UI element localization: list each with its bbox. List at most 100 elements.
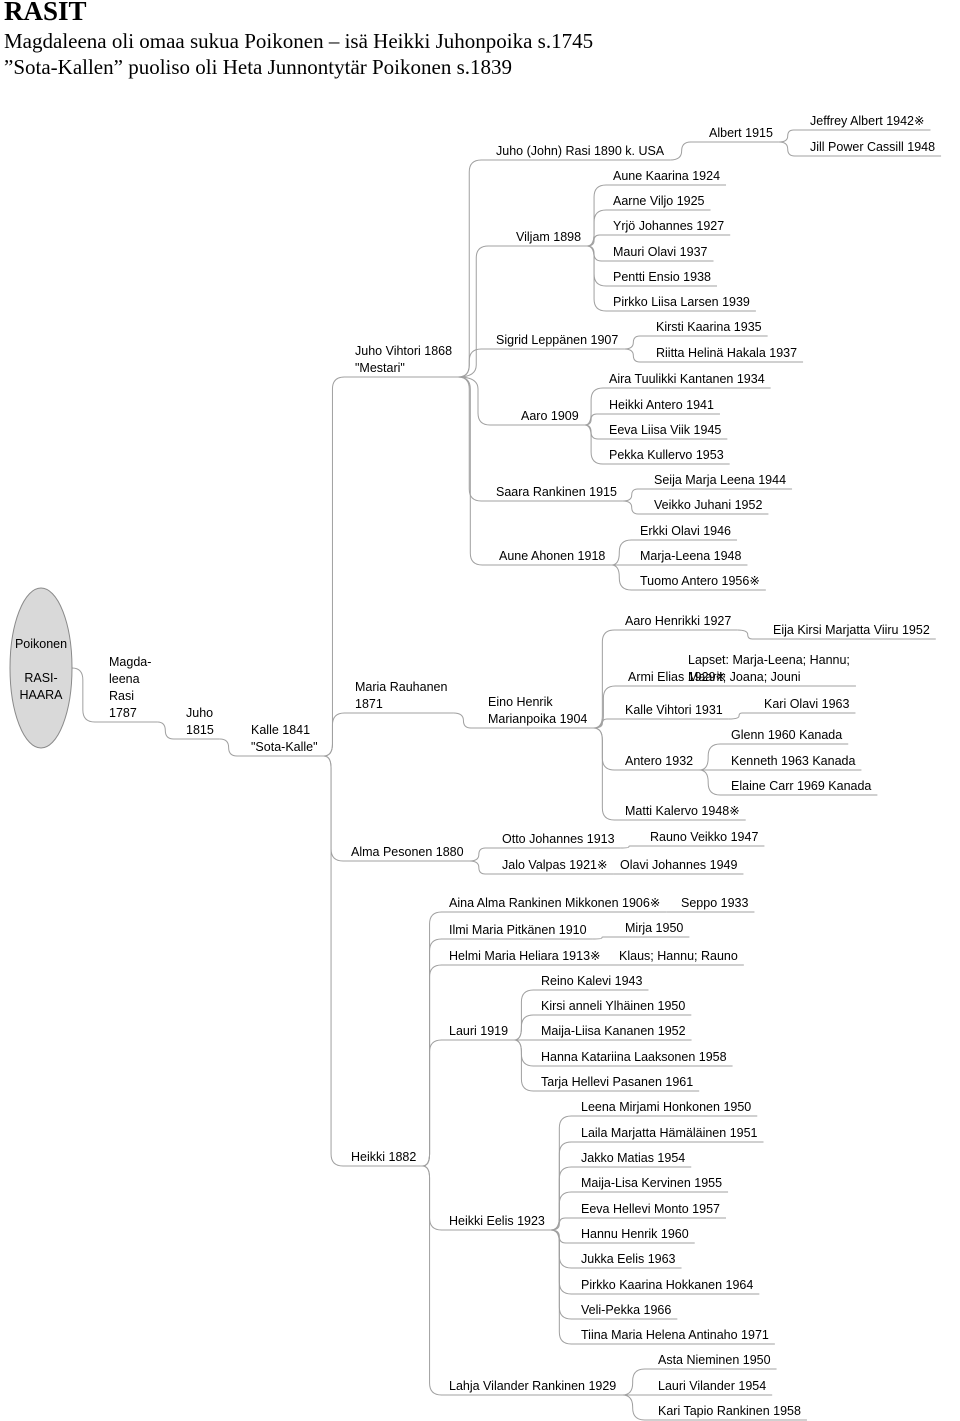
node-label: Maija-Lisa Kervinen 1955 (581, 1176, 722, 1190)
node-label: Seppo 1933 (681, 896, 748, 910)
node-label: Aaro Henrikki 1927 (625, 614, 731, 628)
node-label: Kari Tapio Rankinen 1958 (658, 1404, 801, 1418)
edge-heikki1882-helmi (422, 964, 443, 1167)
node-hanna: Hanna Katariina Laaksonen 1958 (541, 1050, 727, 1064)
node-maijaliisa: Maija-Liisa Kananen 1952 (541, 1024, 686, 1038)
node-jeffrey: Jeffrey Albert 1942※ (810, 114, 924, 128)
node-jukka: Jukka Eelis 1963 (581, 1252, 676, 1266)
subtitle-line-2: ”Sota-Kallen” puoliso oli Heta Junnontyt… (4, 55, 513, 79)
edge-heikkieelis-leena (550, 1115, 575, 1231)
node-label: Pirkko Liisa Larsen 1939 (613, 295, 750, 309)
node-label: Pekka Kullervo 1953 (609, 448, 724, 462)
node-label: Aarne Viljo 1925 (613, 194, 705, 208)
node-kalle1841: Kalle 1841 "Sota-Kalle" (251, 723, 318, 754)
node-velipekka: Veli-Pekka 1966 (581, 1303, 671, 1317)
node-label: "Mestari" (355, 361, 405, 375)
node-label: Jeffrey Albert 1942※ (810, 114, 924, 128)
root-label-2: RASI- (24, 671, 57, 685)
node-kirsianneli: Kirsi anneli Ylhäinen 1950 (541, 999, 685, 1013)
edge-lauri1919-kirsianneli (514, 1014, 535, 1041)
node-label: Aaro 1909 (521, 409, 579, 423)
node-label: Yrjö Johannes 1927 (613, 219, 724, 233)
node-label: Magda- (109, 655, 151, 669)
node-seppo: Seppo 1933 (681, 896, 748, 910)
node-antero1932: Antero 1932 (625, 754, 693, 768)
edge-root-magdaleena (71, 667, 103, 723)
node-label: Armi Elias 1929※ (628, 670, 726, 684)
node-tuomo: Tuomo Antero 1956※ (640, 574, 760, 588)
edge-einohenrik-kallevihtori (593, 718, 619, 729)
edge-mariarauhanen-einohenrik (453, 712, 482, 729)
node-label: Kirsti Kaarina 1935 (656, 320, 762, 334)
node-helmi: Helmi Maria Heliara 1913※ (449, 949, 601, 963)
node-label: Eija Kirsi Marjatta Viiru 1952 (773, 623, 930, 637)
node-klaus: Klaus; Hannu; Rauno (619, 949, 738, 963)
node-pirkkokaarina: Pirkko Kaarina Hokkanen 1964 (581, 1278, 753, 1292)
node-laurivilander: Lauri Vilander 1954 (658, 1379, 766, 1393)
node-label: Aira Tuulikki Kantanen 1934 (609, 372, 765, 386)
node-mauri: Mauri Olavi 1937 (613, 245, 708, 259)
node-label: Eeva Liisa Viik 1945 (609, 423, 721, 437)
node-label: Jakko Matias 1954 (581, 1151, 685, 1165)
node-label: Olavi Johannes 1949 (620, 858, 737, 872)
node-label: Helmi Maria Heliara 1913※ (449, 949, 601, 963)
node-pirkko1939: Pirkko Liisa Larsen 1939 (613, 295, 750, 309)
edge-lauri1919-tarja (514, 1039, 535, 1092)
node-label: Lapset: Marja-Leena; Hannu; (688, 653, 850, 667)
node-leena: Leena Mirjami Honkonen 1950 (581, 1100, 751, 1114)
edge-aaro1909-heikkiantero (584, 413, 603, 426)
node-pekka: Pekka Kullervo 1953 (609, 448, 724, 462)
edge-kalle1841-mariarauhanen (323, 712, 349, 757)
node-label: Reino Kalevi 1943 (541, 974, 643, 988)
node-label: Veli-Pekka 1966 (581, 1303, 671, 1317)
edge-einohenrik-matti (593, 727, 619, 821)
edge-kalle1841-heikki1882 (323, 755, 345, 1167)
edge-heikkieelis-eevahellevi (550, 1217, 575, 1231)
node-label: Kalle 1841 (251, 723, 310, 737)
node-kariolavi: Kari Olavi 1963 (764, 697, 850, 711)
node-label: Glenn 1960 Kanada (731, 728, 842, 742)
node-matti: Matti Kalervo 1948※ (625, 804, 740, 818)
node-label: Lahja Vilander Rankinen 1929 (449, 1379, 616, 1393)
edge-juhovihtori-viljam (458, 245, 510, 378)
edge-heikki1882-aina (422, 911, 443, 1167)
node-juhojohn: Juho (John) Rasi 1890 k. USA (496, 144, 665, 158)
edge-lahja-karitapio (622, 1394, 652, 1421)
edge-einohenrik-aarohenrikki (593, 629, 619, 729)
node-label: leena (109, 672, 140, 686)
node-label: Laila Marjatta Hämäläinen 1951 (581, 1126, 758, 1140)
node-albert: Albert 1915 (709, 126, 773, 140)
node-kallevihtori: Kalle Vihtori 1931 (625, 703, 723, 717)
node-label: Maria Rauhanen (355, 680, 447, 694)
node-maijalisa: Maija-Lisa Kervinen 1955 (581, 1176, 722, 1190)
edge-viljam-yrjo (587, 234, 607, 247)
node-label: "Sota-Kalle" (251, 740, 318, 754)
node-karitapio: Kari Tapio Rankinen 1958 (658, 1404, 801, 1418)
edge-heikkieelis-jakko (550, 1166, 575, 1231)
node-auneahonen: Aune Ahonen 1918 (499, 549, 605, 563)
node-elaine: Elaine Carr 1969 Kanada (731, 779, 871, 793)
node-label: Antero 1932 (625, 754, 693, 768)
node-lapset: Lapset: Marja-Leena; Hannu;Maarit; Joana… (688, 653, 850, 684)
node-label: Pirkko Kaarina Hokkanen 1964 (581, 1278, 753, 1292)
node-label: Lauri Vilander 1954 (658, 1379, 766, 1393)
edge-aaro1909-aira (584, 387, 604, 426)
node-label: 1787 (109, 706, 137, 720)
node-label: Elaine Carr 1969 Kanada (731, 779, 871, 793)
node-almapesonen: Alma Pesonen 1880 (351, 845, 464, 859)
edge-lahja-asta (622, 1368, 652, 1396)
node-tiina: Tiina Maria Helena Antinaho 1971 (581, 1328, 769, 1342)
node-label: Erkki Olavi 1946 (640, 524, 731, 538)
edge-viljam-pentti (587, 245, 607, 287)
node-aarne: Aarne Viljo 1925 (613, 194, 705, 208)
node-aarohenrikki: Aaro Henrikki 1927 (625, 614, 731, 628)
node-seija: Seija Marja Leena 1944 (654, 473, 786, 487)
node-label: Hannu Henrik 1960 (581, 1227, 689, 1241)
node-label: Otto Johannes 1913 (502, 832, 615, 846)
edge-heikkieelis-maijalisa (550, 1191, 575, 1231)
edge-antero1932-elaine (699, 769, 725, 796)
node-label: Saara Rankinen 1915 (496, 485, 617, 499)
